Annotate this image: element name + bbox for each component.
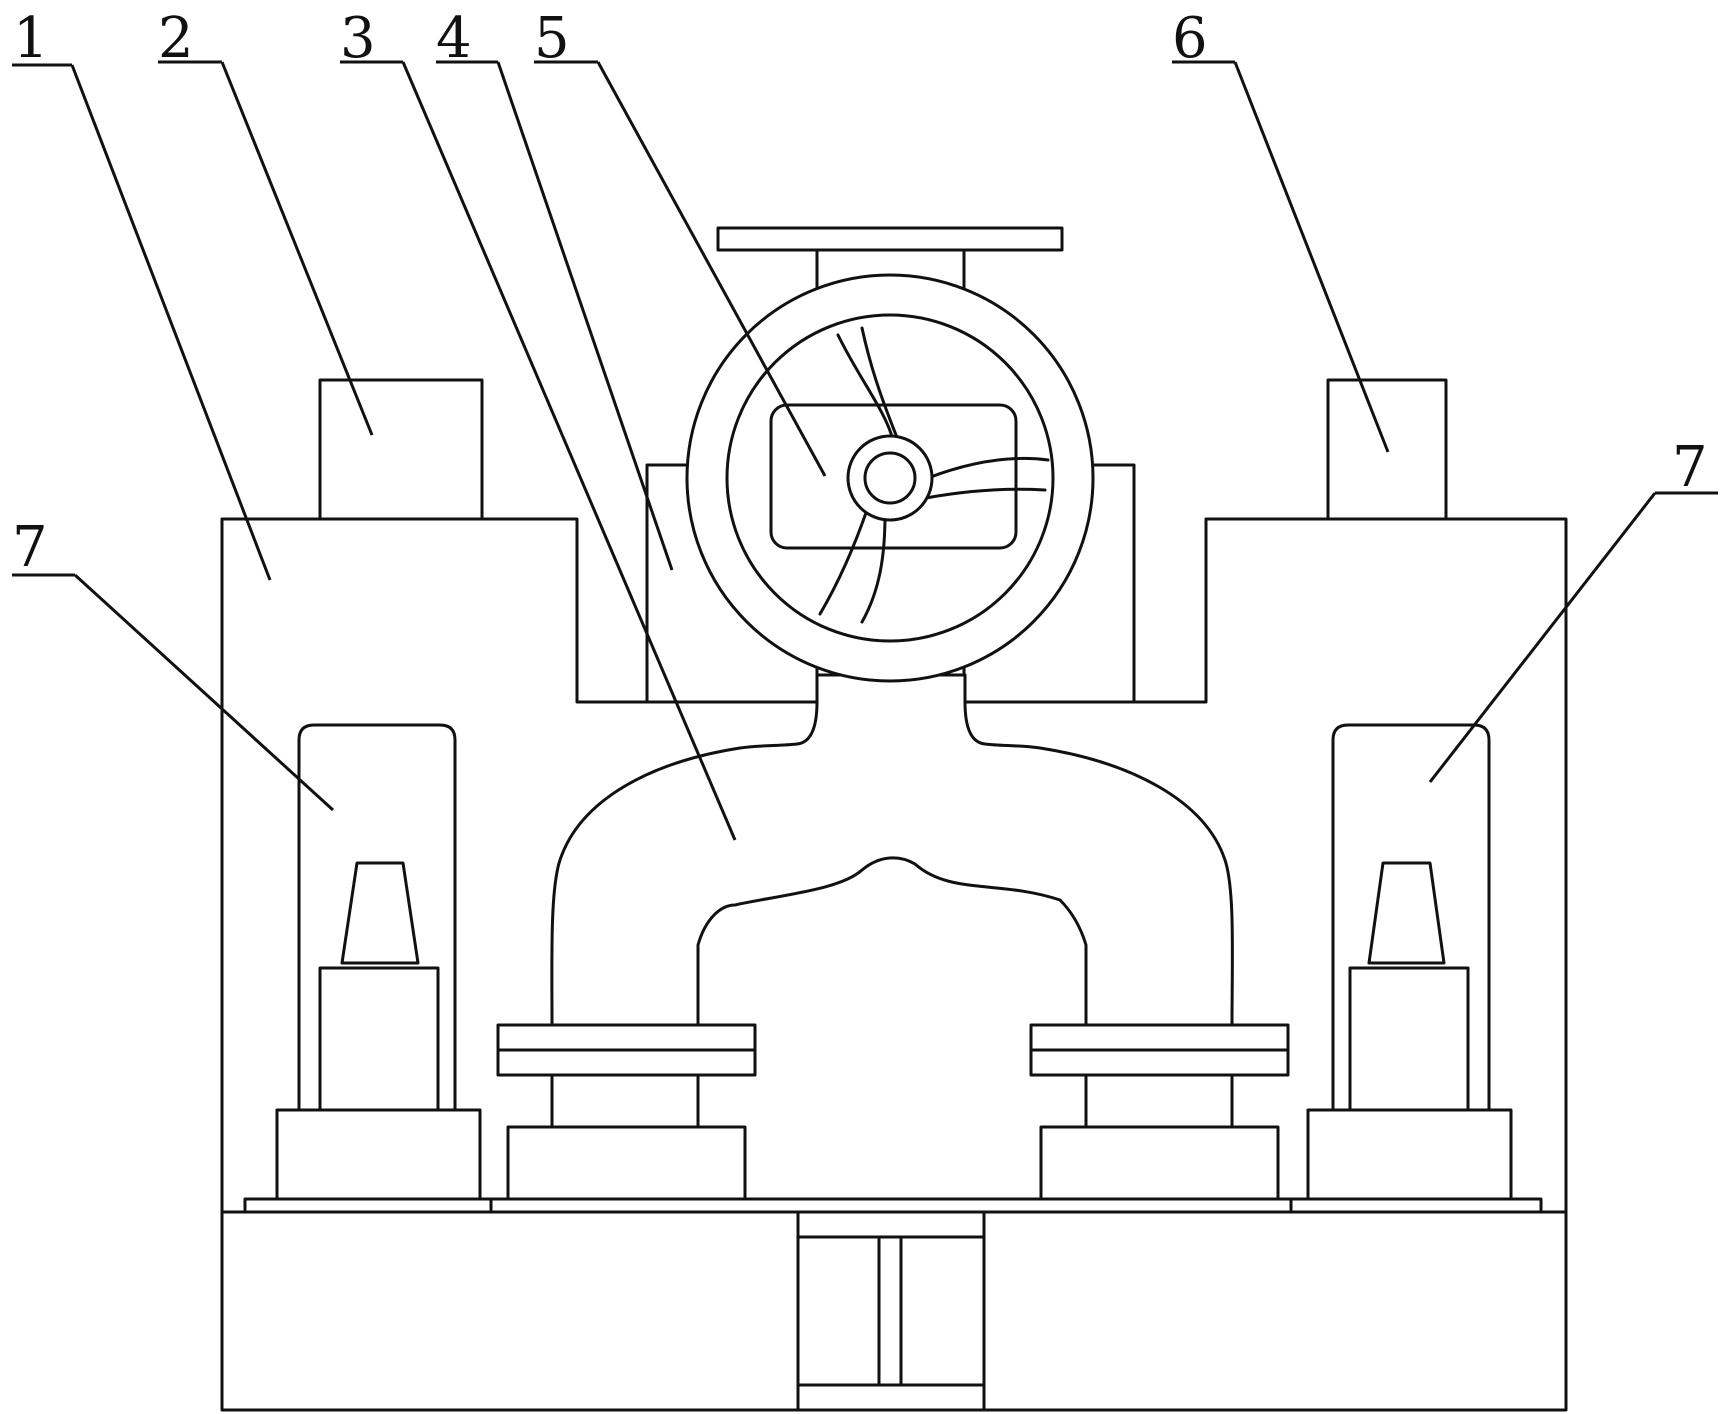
base-plate	[243, 1197, 1543, 1214]
leader-lines	[12, 60, 1718, 841]
flange-right	[1029, 1023, 1290, 1201]
base-block	[220, 1210, 1568, 1412]
label-4: 4	[436, 6, 472, 71]
pipe-body	[550, 673, 1234, 1027]
label-7-right: 7	[1672, 435, 1708, 500]
top-flange	[716, 226, 1064, 292]
label-7-left: 7	[12, 515, 48, 580]
top-post-left	[318, 378, 484, 521]
handwheel	[685, 273, 1095, 683]
label-3: 3	[340, 6, 376, 71]
label-2: 2	[158, 6, 194, 71]
label-6: 6	[1172, 6, 1208, 71]
label-5: 5	[534, 6, 570, 71]
reference-labels: 1 2 3 4 5 6 7 7	[12, 6, 1708, 580]
top-post-right	[1326, 378, 1448, 521]
flange-left	[496, 1023, 757, 1201]
column-right	[1306, 723, 1513, 1201]
column-left	[275, 723, 482, 1201]
label-1: 1	[13, 6, 49, 71]
